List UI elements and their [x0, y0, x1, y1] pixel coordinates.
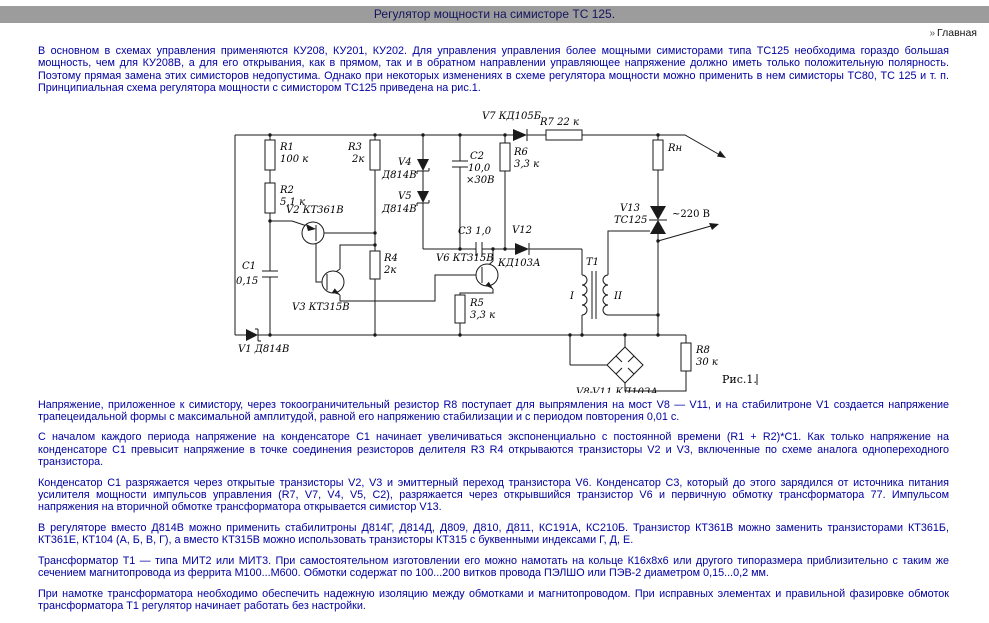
resistor-r4	[369, 250, 381, 280]
zener-v1	[246, 328, 261, 342]
label-v12-value: КД103А	[497, 258, 541, 269]
resistor-r7	[545, 129, 583, 141]
label-r5-value: 3,3 к	[470, 310, 495, 321]
label-v5-value: Д814В	[381, 204, 417, 215]
label-r6-value: 3,3 к	[514, 159, 539, 170]
label-t1: Т1	[586, 257, 599, 268]
home-link-label: Главная	[937, 27, 977, 39]
paragraph-winding-notes: При намотке трансформатора необходимо об…	[38, 587, 949, 612]
home-link-row: »Главная	[0, 23, 989, 39]
resistor-r6	[499, 142, 511, 172]
label-c1-value: 0,15	[236, 276, 258, 287]
resistor-r5	[454, 294, 466, 324]
transistor-v3	[321, 270, 345, 295]
label-r4-value: 2к	[383, 265, 396, 276]
home-link[interactable]: »Главная	[929, 27, 977, 39]
bridge-rectifier-v8-v11	[606, 345, 644, 384]
paragraph-operation-3: Конденсатор C1 разряжается через открыты…	[38, 476, 949, 514]
label-v2: V2 КТ361В	[286, 205, 344, 216]
label-v1: V1 Д814В	[238, 344, 289, 355]
label-winding-primary: I	[569, 291, 575, 302]
label-v4-value: Д814В	[381, 170, 417, 181]
transistor-v6	[475, 263, 499, 289]
paragraph-substitutions: В регуляторе вместо Д814В можно применит…	[38, 521, 949, 547]
label-v4-name: V4	[398, 157, 412, 168]
label-c2-voltage: ×30В	[466, 175, 494, 186]
label-r6-name: R6	[513, 147, 529, 158]
label-r5-name: R5	[469, 298, 484, 309]
label-winding-secondary: II	[613, 291, 623, 302]
paragraph-operation-2: С началом каждого периода напряжение на …	[38, 431, 949, 469]
page-header-bar: Регулятор мощности на симисторе ТС 125.	[0, 6, 989, 23]
label-r7: R7 22 к	[539, 117, 579, 128]
resistor-r1	[264, 139, 276, 171]
label-v6: V6 КТ315В	[436, 253, 494, 264]
resistor-r8	[680, 342, 692, 372]
label-r1-value: 100 к	[280, 154, 308, 165]
diode-v12	[515, 242, 530, 255]
label-bridge: V8-V11 КД103А	[576, 387, 658, 393]
label-v13-name: V13	[620, 203, 640, 214]
circuit-diagram: V7 КД105Б R7 22 к Rн R1 100 к R2 5,1 к R…	[234, 111, 758, 393]
capacitor-c2	[452, 160, 468, 168]
label-r2-value: 5,1 к	[280, 197, 305, 208]
paragraph-intro: В основном в схемах управления применяют…	[38, 45, 949, 95]
label-v5-name: V5	[398, 191, 412, 202]
home-arrow-icon: »	[929, 28, 936, 39]
diode-v7	[513, 128, 528, 141]
label-r8-value: 30 к	[696, 357, 718, 368]
label-c2-value: 10,0	[468, 163, 491, 174]
label-c2-name: C2	[470, 151, 484, 162]
mains-arrow-bottom	[709, 222, 719, 230]
transformer-t1	[581, 270, 609, 319]
paragraph-transformer: Трансформатор Т1 — типа МИТ2 или МИТ3. П…	[38, 554, 949, 580]
label-v3: V3 КТ315В	[292, 302, 350, 313]
triac-v13	[649, 205, 667, 234]
label-v12-name: V12	[512, 225, 532, 236]
zener-v4	[416, 158, 430, 174]
capacitor-c3	[475, 241, 483, 256]
label-r2-name: R2	[279, 185, 294, 196]
label-mains-voltage: ~220 В	[672, 209, 710, 220]
mains-arrow-top	[717, 150, 726, 158]
label-r8-name: R8	[695, 345, 710, 356]
figure-caption: Рис.1.	[722, 373, 757, 386]
label-v13-value: ТС125	[614, 215, 647, 226]
label-v7: V7 КД105Б	[482, 111, 542, 122]
label-r4-name: R4	[383, 253, 398, 264]
resistor-rn	[652, 139, 664, 171]
capacitor-c1	[262, 270, 278, 278]
resistor-r3	[369, 139, 381, 171]
label-c1-name: C1	[242, 261, 256, 272]
label-r3-name: R3	[347, 142, 362, 153]
transistor-v2	[301, 221, 325, 245]
resistor-r2	[264, 182, 276, 214]
junction-dots	[268, 132, 660, 337]
label-r3-value: 2к	[351, 154, 364, 165]
label-c3: С3 1,0	[458, 226, 492, 237]
paragraph-operation-1: Напряжение, приложенное к симистору, чер…	[38, 398, 949, 424]
label-rn: Rн	[667, 143, 682, 154]
article-body: В основном в схемах управления применяют…	[0, 39, 989, 612]
page-title: Регулятор мощности на симисторе ТС 125.	[373, 7, 616, 21]
circuit-figure: V7 КД105Б R7 22 к Rн R1 100 к R2 5,1 к R…	[230, 103, 949, 393]
zener-v5	[416, 190, 430, 206]
label-r1-name: R1	[279, 142, 294, 153]
